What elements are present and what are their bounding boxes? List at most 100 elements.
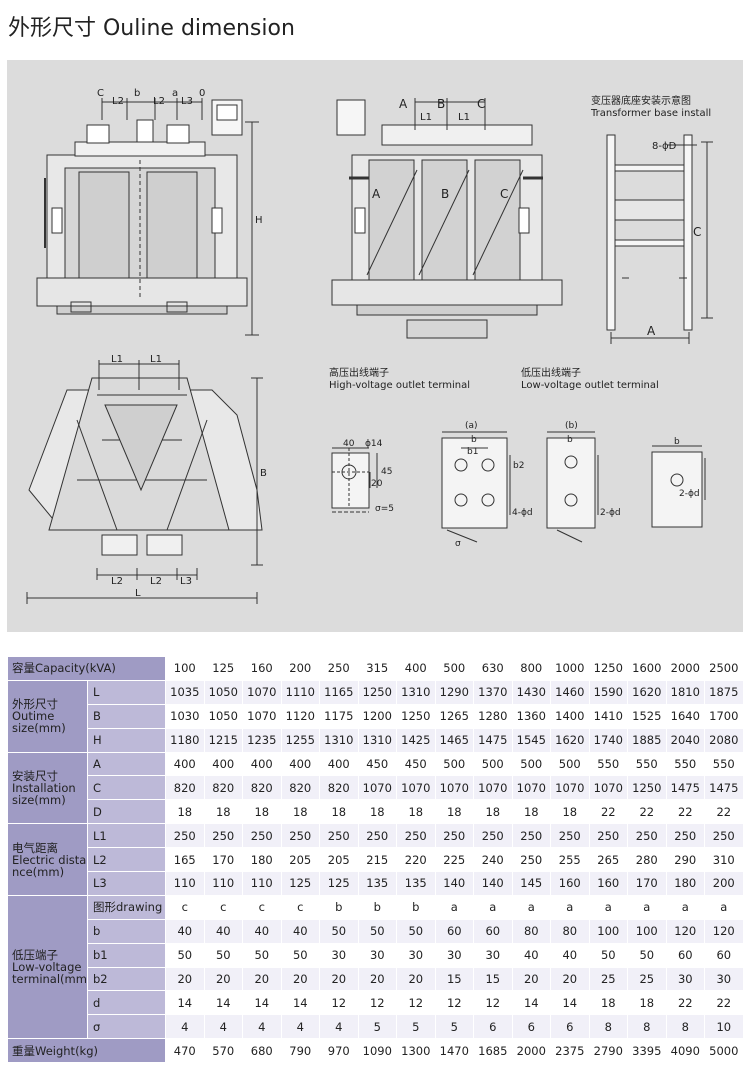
lv-a-dim-b: b: [471, 435, 477, 445]
table-cell: a: [511, 894, 552, 920]
table-cell: 40: [203, 918, 244, 944]
table-cell: 80: [550, 918, 590, 944]
table-cell: 250: [319, 823, 359, 849]
group-header-line: nce(mm): [12, 864, 65, 879]
table-cell: 4: [319, 1014, 359, 1040]
capacity-cell: 160: [242, 656, 282, 681]
front-label-b: b: [134, 88, 140, 99]
table-cell: 30: [396, 942, 436, 968]
base-install-title-cn: 变压器底座安装示意图: [591, 94, 691, 107]
hv-dim-sigma: σ=5: [375, 504, 394, 514]
table-cell: 1070: [588, 775, 629, 801]
table-cell: 1070: [473, 775, 513, 801]
table-cell: 1475: [473, 727, 513, 753]
row-label: b: [86, 918, 167, 944]
table-cell: 100: [588, 918, 629, 944]
table-cell: 1070: [242, 703, 282, 729]
table-cell: 14: [511, 990, 552, 1016]
table-cell: 1475: [665, 775, 706, 801]
table-cell: 4: [280, 1014, 321, 1040]
phase-label-a: A: [372, 187, 381, 201]
table-cell: 250: [588, 823, 629, 849]
table-cell: 40: [511, 942, 552, 968]
lv-a-hole: 4-ϕd: [512, 508, 533, 518]
table-cell: 1430: [511, 679, 552, 705]
table-cell: 200: [704, 871, 744, 896]
table-cell: 1475: [704, 775, 744, 801]
table-cell: 22: [627, 799, 667, 825]
table-cell: 1120: [280, 703, 321, 729]
table-cell: 1070: [357, 775, 398, 801]
front-label-l2b: L2: [153, 96, 165, 107]
table-cell: c: [203, 894, 244, 920]
table-cell: 400: [280, 751, 321, 777]
front-label-o: 0: [199, 88, 205, 99]
phase-label-b: B: [441, 187, 449, 201]
table-cell: a: [665, 894, 706, 920]
lv-b-dim-b: b: [567, 435, 573, 445]
hv-terminal-title-cn: 高压出线端子: [329, 366, 389, 379]
table-cell: 250: [473, 823, 513, 849]
base-bolt-label: 8-ϕD: [652, 141, 677, 152]
table-cell: 30: [665, 966, 706, 992]
table-cell: 280: [627, 847, 667, 873]
table-cell: 1250: [396, 703, 436, 729]
table-cell: 120: [704, 918, 744, 944]
table-cell: 30: [319, 942, 359, 968]
capacity-cell: 1600: [627, 656, 667, 681]
table-cell: 550: [665, 751, 706, 777]
table-cell: 500: [511, 751, 552, 777]
table-cell: 40: [165, 918, 205, 944]
table-cell: 40: [242, 918, 282, 944]
capacity-cell: 200: [280, 656, 321, 681]
row-label: b2: [86, 966, 167, 992]
table-cell: 20: [357, 966, 398, 992]
table-cell: 30: [473, 942, 513, 968]
group-header-line: terminal(mm): [12, 972, 88, 987]
table-cell: 50: [319, 918, 359, 944]
table-cell: 18: [242, 799, 282, 825]
table-cell: 4: [165, 1014, 205, 1040]
table-cell: 250: [665, 823, 706, 849]
table-cell: 20: [203, 966, 244, 992]
table-cell: 12: [357, 990, 398, 1016]
group-header-line: size(mm): [12, 792, 66, 807]
table-cell: a: [550, 894, 590, 920]
table-cell: 1030: [165, 703, 205, 729]
row-label: L1: [86, 823, 167, 849]
table-cell: 40: [280, 918, 321, 944]
table-cell: 250: [550, 823, 590, 849]
base-dim-c: C: [693, 225, 701, 239]
table-cell: 180: [242, 847, 282, 873]
table-cell: 255: [550, 847, 590, 873]
table-cell: 450: [396, 751, 436, 777]
table-cell: 250: [242, 823, 282, 849]
table-cell: 50: [588, 942, 629, 968]
table-cell: 250: [396, 823, 436, 849]
table-cell: 18: [203, 799, 244, 825]
table-cell: 820: [203, 775, 244, 801]
table-cell: 18: [165, 799, 205, 825]
table-cell: 1215: [203, 727, 244, 753]
lv-a-sigma: σ: [455, 539, 461, 549]
table-cell: 240: [473, 847, 513, 873]
table-cell: 5: [357, 1014, 398, 1040]
table-cell: 1180: [165, 727, 205, 753]
plan-view: [26, 360, 263, 604]
table-cell: 10: [704, 1014, 744, 1040]
table-cell: 500: [434, 751, 475, 777]
table-cell: 5: [434, 1014, 475, 1040]
table-cell: 400: [242, 751, 282, 777]
table-cell: 1250: [627, 775, 667, 801]
table-cell: 18: [434, 799, 475, 825]
table-cell: 550: [588, 751, 629, 777]
table-cell: 50: [357, 918, 398, 944]
